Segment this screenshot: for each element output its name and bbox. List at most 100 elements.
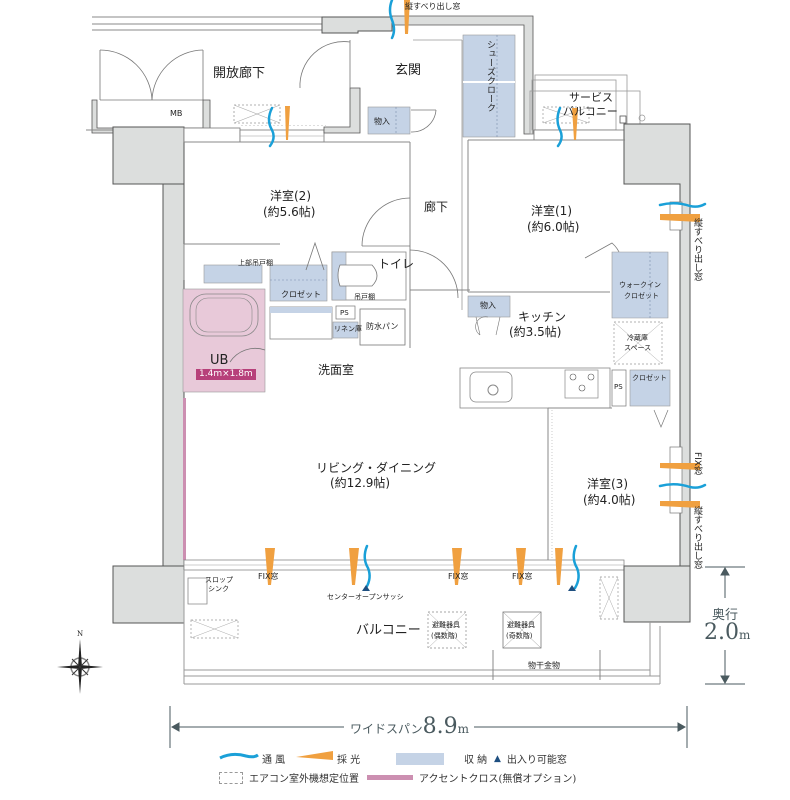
legend-storage-label: 収 納 bbox=[464, 755, 488, 766]
balcony-railing bbox=[183, 570, 661, 685]
legend-accent-label: アクセントクロス(無償オプション) bbox=[419, 774, 577, 785]
room-label-balcony: バルコニー bbox=[356, 623, 421, 638]
depth-unit: m bbox=[739, 628, 751, 642]
room-label-washroom: 洗面室 bbox=[318, 363, 355, 377]
label-slop-sink-2: シンク bbox=[208, 585, 229, 593]
span-unit: m bbox=[457, 722, 469, 736]
ac-unit-position bbox=[190, 619, 239, 639]
legend-accent-cross: アクセントクロス(無償オプション) bbox=[367, 770, 576, 785]
shoes-cloak-storage bbox=[462, 34, 516, 138]
room-label-service-balcony-2: バルコニー bbox=[563, 105, 618, 118]
label-closet-bedroom3: クロゼット bbox=[632, 374, 667, 382]
label-upper-cabinet: 上部吊戸棚 bbox=[238, 259, 273, 267]
room-label-living-name: リビング・ダイニング bbox=[316, 461, 437, 475]
window-label-right-2: 縦すべり出し窓 bbox=[692, 506, 702, 569]
legend-ventilation-label: 通 風 bbox=[262, 755, 286, 766]
room-label-ub: UB bbox=[210, 353, 229, 368]
accent-cross bbox=[183, 398, 186, 560]
depth-number: 2.0 bbox=[704, 620, 739, 645]
structural-column bbox=[623, 565, 691, 623]
toilet-bowl bbox=[337, 264, 378, 287]
depth-value: 2.0m bbox=[704, 620, 750, 645]
compass-rose bbox=[57, 639, 103, 694]
legend-storage: 収 納 bbox=[396, 751, 487, 766]
legend-daylight-swatch bbox=[296, 751, 333, 760]
closet-bedroom2 bbox=[269, 264, 328, 302]
legend-accent-swatch bbox=[367, 775, 413, 780]
ac-unit-position bbox=[542, 106, 590, 124]
mb-doors bbox=[99, 49, 204, 101]
depth-label: 奥行 bbox=[712, 608, 739, 623]
slop-sink bbox=[187, 577, 208, 605]
label-evac-even-1: 避難器具 bbox=[432, 621, 460, 629]
label-evac-odd-1: 避難器具 bbox=[507, 621, 535, 629]
label-fridge-1: 冷蔵庫 bbox=[627, 334, 648, 342]
window-label-fix-2: FIX窓 bbox=[448, 572, 469, 581]
wall bbox=[323, 87, 361, 134]
open-corridor-rails bbox=[92, 16, 322, 31]
entrance-door bbox=[299, 40, 351, 89]
window-label-fix-1: FIX窓 bbox=[258, 572, 279, 581]
label-fridge-2: スペース bbox=[624, 344, 652, 352]
label-walk-in-1: ウォークイン bbox=[619, 281, 661, 289]
room-label-western3-name: 洋室(3) bbox=[587, 477, 628, 491]
label-closet-bedroom2: クロゼット bbox=[281, 290, 321, 299]
depth-dimension bbox=[705, 566, 745, 685]
label-hanging-shelf: 吊戸棚 bbox=[354, 293, 375, 301]
label-waterproof-pan: 防水パン bbox=[366, 322, 399, 331]
label-slop-sink-1: スロップ bbox=[205, 576, 233, 584]
room-label-western3-size: (約4.0帖) bbox=[583, 493, 636, 507]
room-label-living-size: (約12.9帖) bbox=[330, 476, 391, 490]
closet-bedroom3 bbox=[629, 369, 671, 407]
legend-door-window-label: 出入り可能窓 bbox=[506, 755, 567, 766]
fridge-space bbox=[613, 321, 663, 365]
wide-span-label: ワイドスパン8.9m bbox=[350, 714, 469, 739]
window-label-top: 縦すべり出し窓 bbox=[405, 2, 461, 11]
legend-ventilation-swatch bbox=[219, 752, 259, 760]
walk-in-closet bbox=[611, 251, 669, 319]
room-label-toilet: トイレ bbox=[378, 257, 415, 271]
legend-ac-swatch bbox=[219, 771, 243, 784]
wall bbox=[391, 15, 534, 135]
label-evac-odd-2: (奇数階) bbox=[506, 632, 533, 640]
entrance-storage bbox=[367, 106, 411, 135]
daylight-markers bbox=[265, 0, 700, 585]
room-label-western1-name: 洋室(1) bbox=[531, 204, 572, 218]
ac-unit-position bbox=[599, 576, 619, 620]
wall bbox=[162, 183, 185, 570]
kitchen-storage bbox=[467, 295, 511, 318]
gas-stove bbox=[564, 369, 599, 399]
legend-storage-swatch bbox=[396, 752, 444, 765]
room-label-kitchen-name: キッチン bbox=[518, 310, 567, 324]
wall bbox=[321, 16, 393, 34]
room-label-entrance: 玄関 bbox=[395, 63, 422, 78]
room-label-shoes-cloak: シューズクローク bbox=[485, 40, 495, 112]
door-window-markers bbox=[362, 585, 576, 591]
room-label-western1-size: (約6.0帖) bbox=[527, 220, 580, 234]
upper-cabinet bbox=[203, 264, 263, 284]
triangle-icon: ▲ bbox=[494, 753, 501, 764]
legend-daylight: 採 光 bbox=[337, 751, 360, 766]
evacuation-hatch-odd bbox=[502, 611, 542, 649]
window-label-fix-right: FIX窓 bbox=[692, 452, 702, 475]
room-label-mb: MB bbox=[170, 109, 183, 118]
label-drying-hardware: 物干金物 bbox=[528, 661, 560, 670]
span-number: 8.9 bbox=[422, 714, 458, 739]
room-label-entrance-storage: 物入 bbox=[374, 117, 390, 126]
ub-size-tag: 1.4m×1.8m bbox=[196, 369, 256, 380]
room-label-western2-name: 洋室(2) bbox=[270, 189, 311, 203]
room-label-open-corridor: 開放廊下 bbox=[213, 66, 266, 81]
label-walk-in-2: クロゼット bbox=[624, 292, 659, 300]
span-text: ワイドスパン bbox=[350, 722, 423, 736]
legend-ac-label: エアコン室外機想定位置 bbox=[249, 774, 359, 785]
label-ps-wash: PS bbox=[340, 309, 349, 317]
wide-span-dimension bbox=[169, 706, 688, 748]
legend-ventilation: 通 風 bbox=[262, 751, 285, 766]
label-linen: リネン庫 bbox=[334, 325, 362, 333]
window-label-center-open-sash: センターオープンサッシ bbox=[327, 593, 404, 601]
label-ps-kitchen: PS bbox=[614, 383, 623, 391]
legend-daylight-label: 採 光 bbox=[337, 755, 361, 766]
structural-column bbox=[112, 565, 185, 624]
legend-door-window: ▲ 出入り可能窓 bbox=[494, 751, 567, 767]
